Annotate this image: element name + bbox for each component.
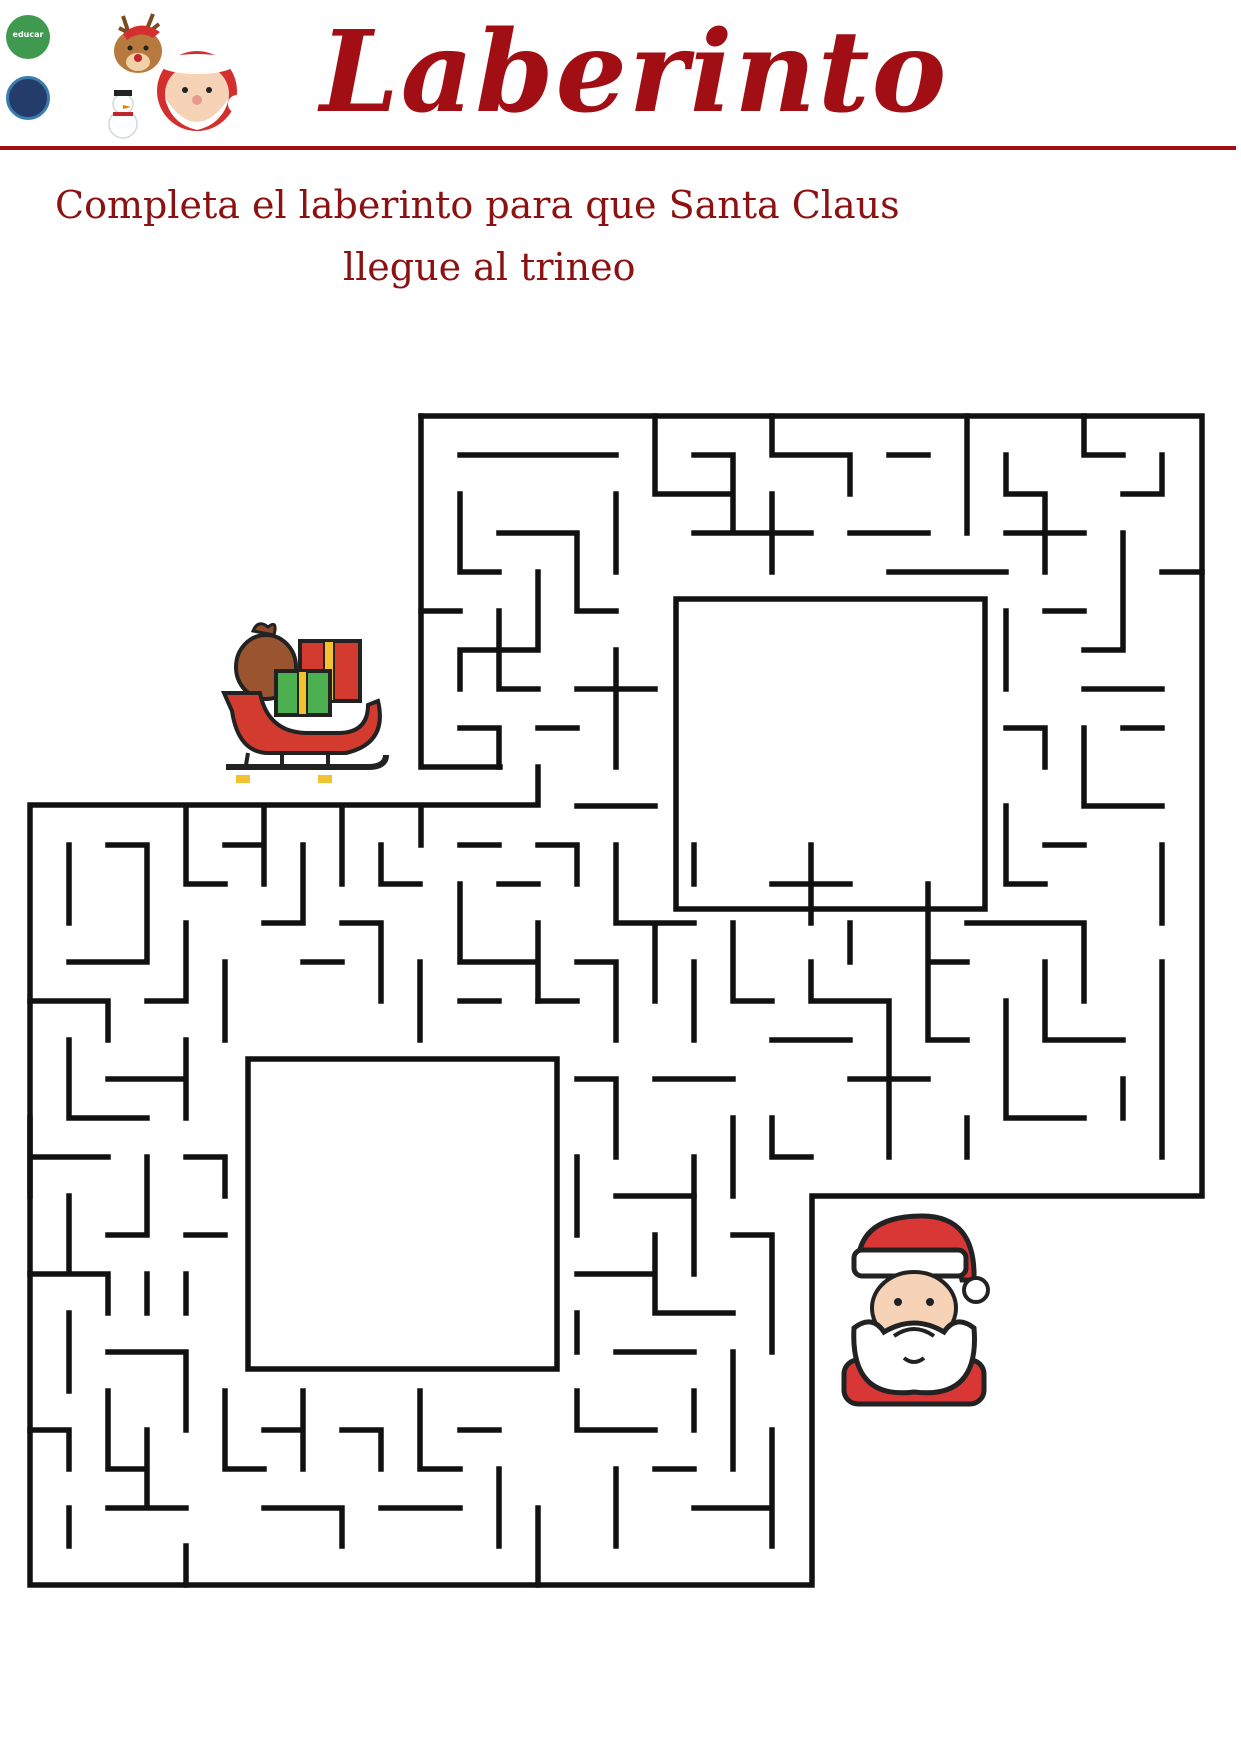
logo-badge-educar: educar [6, 15, 50, 59]
maze-inner-block [245, 1056, 560, 1372]
badge-text: educar [12, 30, 44, 39]
page-title: Laberinto [320, 7, 949, 138]
sleigh-with-gifts-icon [220, 622, 396, 783]
reindeer-santa-snowman-icon [108, 13, 246, 139]
title-divider [0, 146, 1236, 150]
instruction-line-2: llegue al trineo [343, 245, 636, 289]
maze-walls [27, 803, 775, 1588]
maze-walls [418, 413, 1205, 1199]
santa-claus-icon [841, 1213, 990, 1407]
logo-badge-avatar [6, 76, 50, 120]
maze-inner-block [673, 596, 988, 912]
maze-outer-wall [27, 413, 1205, 1588]
maze-outer-wall [418, 413, 503, 770]
instruction-line-1: Completa el laberinto para que Santa Cla… [55, 183, 900, 227]
